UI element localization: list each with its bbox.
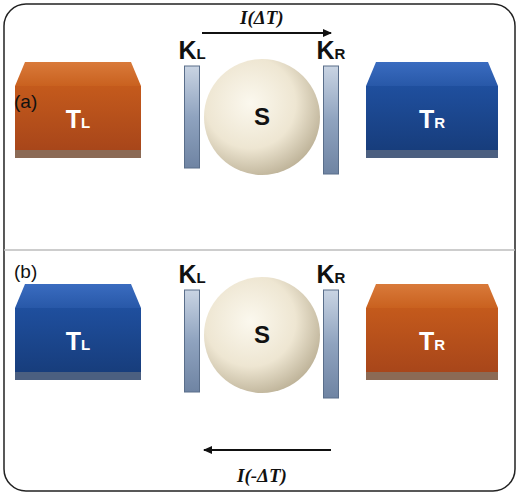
- heat-bath: TL: [15, 284, 141, 380]
- contact-plate: KR: [311, 262, 351, 398]
- plate-label: KR: [317, 262, 346, 287]
- system-label: S: [254, 323, 270, 347]
- current-arrow: [202, 32, 331, 34]
- system-sphere: S: [203, 276, 321, 394]
- plate-label: KR: [317, 38, 346, 63]
- heat-bath: TR: [366, 62, 498, 158]
- heat-bath: TR: [366, 284, 498, 380]
- system-label: S: [254, 105, 270, 129]
- bath-label: TL: [66, 329, 90, 354]
- panel-divider: [4, 249, 515, 251]
- contact-plate: KR: [311, 38, 351, 174]
- bath-label: TL: [66, 107, 90, 132]
- panel-label: (b): [14, 262, 37, 281]
- current-arrow: [204, 449, 331, 451]
- plate-label: KL: [178, 38, 205, 63]
- system-sphere: S: [203, 58, 321, 176]
- current-label: I(ΔT): [240, 8, 284, 27]
- bath-label: TR: [419, 107, 445, 132]
- current-label: I(-ΔT): [237, 466, 287, 485]
- plate-label: KL: [178, 262, 205, 287]
- panel-label: (a): [14, 92, 37, 111]
- bath-label: TR: [419, 329, 445, 354]
- outer-frame: [4, 4, 515, 491]
